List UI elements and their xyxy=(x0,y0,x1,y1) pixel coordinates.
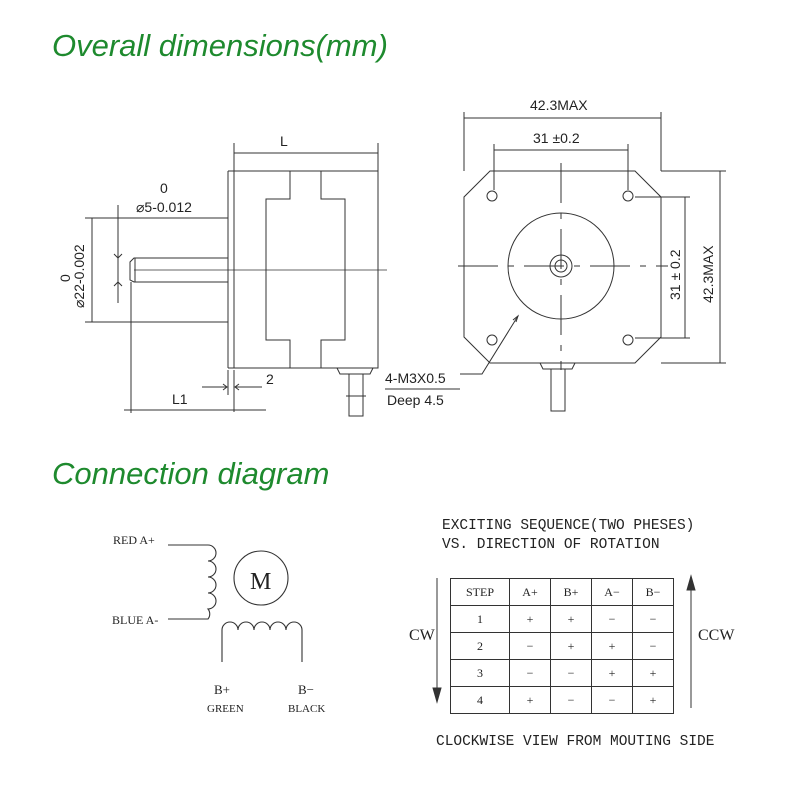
table-row: 1++−− xyxy=(450,605,674,633)
sequence-table: STEP A+ B+ A− B− 1++−− 2−++− 3−−++ 4+−−+ xyxy=(450,578,674,714)
cell: 2 xyxy=(450,632,510,660)
front-view: 42.3MAX 31 ±0.2 31 ± 0.2 42.3MAX 4-M3X0.… xyxy=(385,97,726,412)
wire-green: GREEN xyxy=(207,703,244,715)
cell: − xyxy=(509,632,551,660)
connection-heading: Connection diagram xyxy=(52,456,330,491)
cell: − xyxy=(550,659,592,687)
side-view: L 0 ⌀5-0.012 0 ⌀22-0.002 2 L1 xyxy=(57,133,387,417)
hole-spacing-horizontal: 31 ±0.2 xyxy=(533,130,580,146)
cell: + xyxy=(632,659,674,687)
mounting-holes xyxy=(486,190,634,346)
cell: 1 xyxy=(450,605,510,633)
wire-b-minus: B− xyxy=(298,682,314,697)
cell: − xyxy=(632,632,674,660)
shaft-diameter: ⌀5-0.012 xyxy=(136,199,192,215)
dimensions-heading: Overall dimensions(mm) xyxy=(52,28,388,63)
boss-tolerance: 0 xyxy=(57,274,73,282)
dim-flange: 2 xyxy=(266,371,274,387)
motor-symbol: M xyxy=(250,569,271,595)
hole-depth: Deep 4.5 xyxy=(387,392,444,408)
sequence-diagram: EXCITING SEQUENCE(TWO PHESES) VS. DIRECT… xyxy=(409,518,735,750)
wire-red: RED A+ xyxy=(113,533,155,547)
sequence-title-2: VS. DIRECTION OF ROTATION xyxy=(442,537,660,553)
table-header-row: STEP A+ B+ A− B− xyxy=(450,578,674,606)
header-step: STEP xyxy=(450,578,510,606)
header-a-plus: A+ xyxy=(509,578,551,606)
wire-b-plus: B+ xyxy=(214,682,230,697)
table-row: 4+−−+ xyxy=(450,686,674,714)
wiring-diagram: M RED A+ BLUE A- B+ GREEN B− BLACK xyxy=(112,533,325,715)
cell: − xyxy=(591,686,633,714)
cell: + xyxy=(550,605,592,633)
cell: − xyxy=(550,686,592,714)
boss-diameter: ⌀22-0.002 xyxy=(71,244,87,308)
cell: + xyxy=(632,686,674,714)
header-b-plus: B+ xyxy=(550,578,592,606)
wire-blue: BLUE A- xyxy=(112,613,158,627)
sequence-title-1: EXCITING SEQUENCE(TWO PHESES) xyxy=(442,518,694,534)
cell: + xyxy=(591,632,633,660)
header-b-minus: B− xyxy=(632,578,674,606)
hole-spec: 4-M3X0.5 xyxy=(385,370,446,386)
cell: + xyxy=(509,605,551,633)
cell: + xyxy=(509,686,551,714)
dim-L1: L1 xyxy=(172,391,188,407)
table-row: 2−++− xyxy=(450,632,674,660)
header-a-minus: A− xyxy=(591,578,633,606)
cell: + xyxy=(591,659,633,687)
cw-label: CW xyxy=(409,627,436,644)
hole-spacing-vertical: 31 ± 0.2 xyxy=(667,249,683,300)
shaft-tolerance: 0 xyxy=(160,180,168,196)
ccw-label: CCW xyxy=(698,627,735,644)
table-row: 3−−++ xyxy=(450,659,674,687)
sequence-footer: CLOCKWISE VIEW FROM MOUTING SIDE xyxy=(436,734,714,750)
cell: − xyxy=(591,605,633,633)
wire-black: BLACK xyxy=(288,703,325,715)
cell: + xyxy=(550,632,592,660)
cell: − xyxy=(632,605,674,633)
cell: 4 xyxy=(450,686,510,714)
cell: − xyxy=(509,659,551,687)
cell: 3 xyxy=(450,659,510,687)
dim-L: L xyxy=(280,133,288,149)
front-width: 42.3MAX xyxy=(530,97,588,113)
front-height: 42.3MAX xyxy=(700,245,716,303)
